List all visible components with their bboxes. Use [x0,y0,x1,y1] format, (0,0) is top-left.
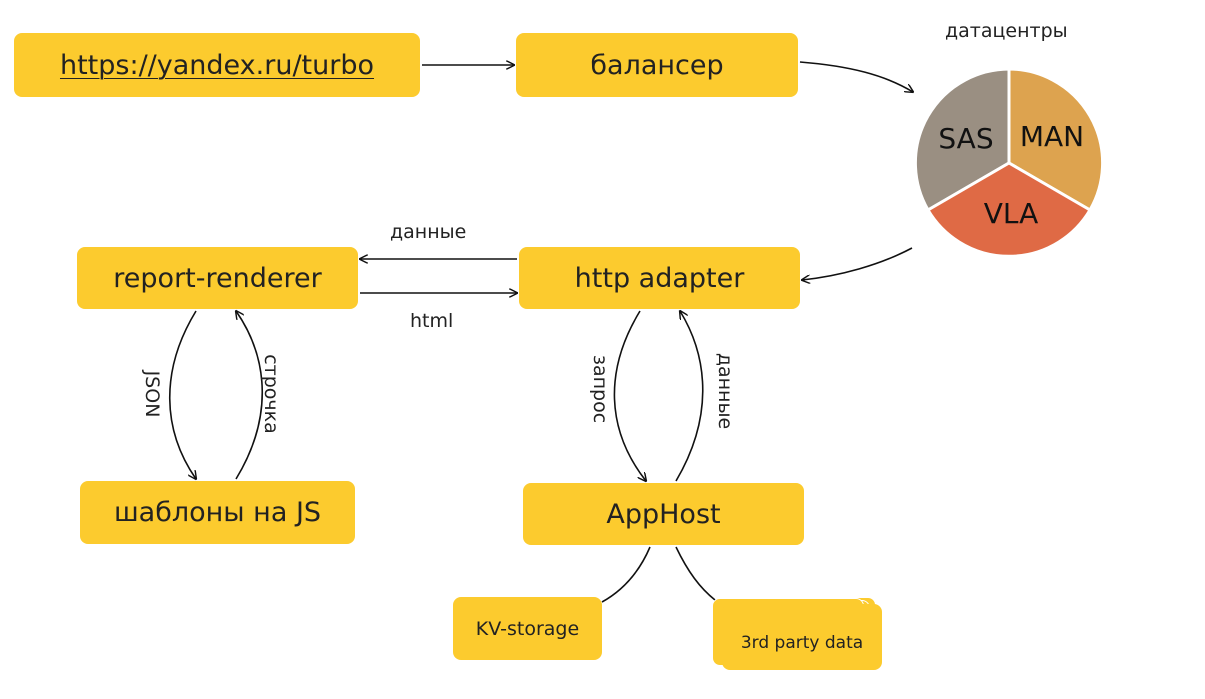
report-renderer-node: report-renderer [77,247,358,309]
pie-label-sas: SAS [938,122,993,155]
arrow-renderer-to-templates [168,310,196,479]
pie-label-vla: VLA [984,197,1039,230]
templates-label: шаблоны на JS [113,497,322,528]
kv-storage-node: KV-storage [453,597,602,660]
arrow-adapter-to-apphost [613,310,646,481]
line-apphost-to-kv [601,546,651,603]
third-party-label: 3rd party data [740,633,864,653]
kv-storage-label: KV-storage [475,617,580,640]
balancer-label: балансер [590,49,724,81]
pie-segment-sas [913,67,1011,213]
url-node[interactable]: https://yandex.ru/turbo [14,33,420,97]
datacenters-title: датацентры [945,20,1068,42]
http-adapter-node: http adapter [519,247,800,309]
third-party-node: 3rd party data [722,604,882,670]
edge-label-zapros: запрос [589,354,611,424]
url-link[interactable]: https://yandex.ru/turbo [59,49,375,81]
arrow-datacenters-to-adapter [802,247,913,280]
templates-node: шаблоны на JS [80,481,355,544]
edge-label-json: JSON [141,370,163,418]
pie-label-man: MAN [1020,120,1084,153]
arrow-templates-to-renderer [236,311,264,480]
edge-label-html: html [410,310,454,332]
arrow-apphost-to-adapter [675,311,704,482]
http-adapter-label: http adapter [574,262,745,294]
arrow-balancer-to-datacenters [799,61,913,92]
edge-label-data-right: данные [714,352,736,430]
balancer-node: балансер [516,33,798,97]
edge-label-data-top: данные [390,221,467,243]
edge-label-stroka: строчка [260,354,282,434]
report-renderer-label: report-renderer [113,262,322,294]
apphost-node: AppHost [523,483,804,545]
datacenters-pie: SAS MAN VLA [913,67,1105,258]
pie-segment-vla [925,161,1093,258]
apphost-label: AppHost [606,498,721,530]
line-apphost-to-third-party [675,546,716,601]
pie-segment-man [1007,67,1105,213]
